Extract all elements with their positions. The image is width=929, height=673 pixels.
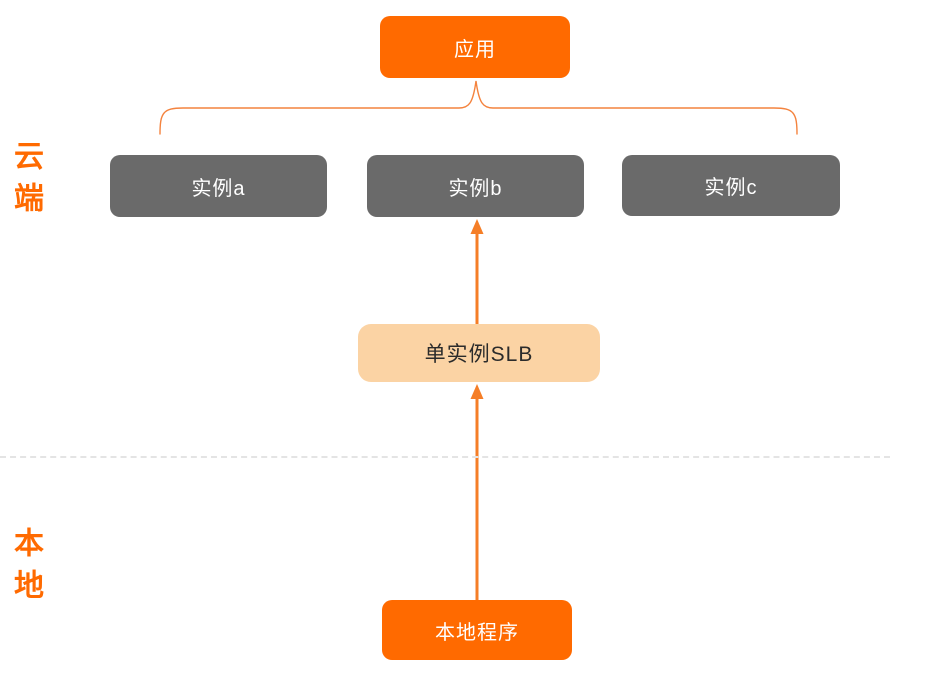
zone-label-cloud: 云端 [9, 140, 42, 224]
node-instance-b-label: 实例b [448, 177, 503, 200]
node-app: 应用 [380, 16, 570, 78]
brace-connector [159, 80, 798, 135]
node-slb-label: 单实例SLB [424, 343, 534, 366]
node-local-program-label: 本地程序 [435, 621, 519, 644]
node-slb: 单实例SLB [358, 324, 600, 382]
zone-label-local: 本地 [9, 527, 42, 611]
node-instance-b: 实例b [367, 155, 584, 217]
cloud-local-divider [0, 456, 890, 458]
node-instance-c: 实例c [622, 155, 840, 216]
node-app-label: 应用 [454, 38, 496, 61]
node-instance-a-label: 实例a [191, 177, 246, 200]
node-instance-c-label: 实例c [704, 177, 758, 199]
node-local-program: 本地程序 [382, 600, 572, 660]
node-instance-a: 实例a [110, 155, 327, 217]
arrow-local-program-to-slb [470, 384, 484, 600]
arrow-slb-to-instance-b [470, 219, 484, 324]
